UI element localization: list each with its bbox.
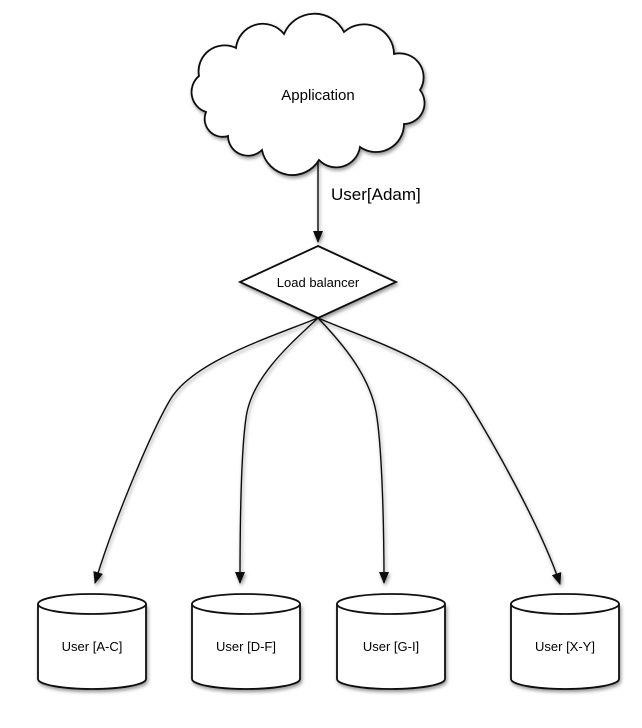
cloud-icon xyxy=(190,12,426,176)
database-cylinder-top xyxy=(510,593,620,615)
database-node: User [X-Y] xyxy=(510,593,620,690)
database-cylinder-icon xyxy=(37,604,147,690)
database-node: User [D-F] xyxy=(191,593,301,690)
load-balancer-diamond-icon xyxy=(237,245,399,319)
database-node: User [A-C] xyxy=(37,593,147,690)
lb-to-db2-arrow xyxy=(235,317,319,584)
load-balancer-label: Load balancer xyxy=(277,275,360,290)
database-cylinder-icon xyxy=(191,604,301,690)
database-label: User [G-I] xyxy=(363,639,419,654)
database-cylinder-icon xyxy=(336,604,446,690)
application-label: Application xyxy=(281,87,354,104)
lb-to-db4-arrow xyxy=(317,317,562,585)
request-edge-label: User[Adam] xyxy=(331,185,421,204)
database-cylinder-icon xyxy=(510,604,620,690)
database-label: User [X-Y] xyxy=(535,639,595,654)
lb-to-db1-arrow xyxy=(93,317,319,584)
lb-to-db3-arrow xyxy=(317,317,389,584)
database-cylinder-top xyxy=(191,593,301,615)
application-node: Application xyxy=(190,12,426,176)
database-label: User [A-C] xyxy=(62,639,123,654)
database-cylinder-top xyxy=(336,593,446,615)
database-label: User [D-F] xyxy=(216,639,276,654)
load-balancer-node: Load balancer xyxy=(237,245,399,319)
database-node: User [G-I] xyxy=(336,593,446,690)
database-cylinder-top xyxy=(37,593,147,615)
